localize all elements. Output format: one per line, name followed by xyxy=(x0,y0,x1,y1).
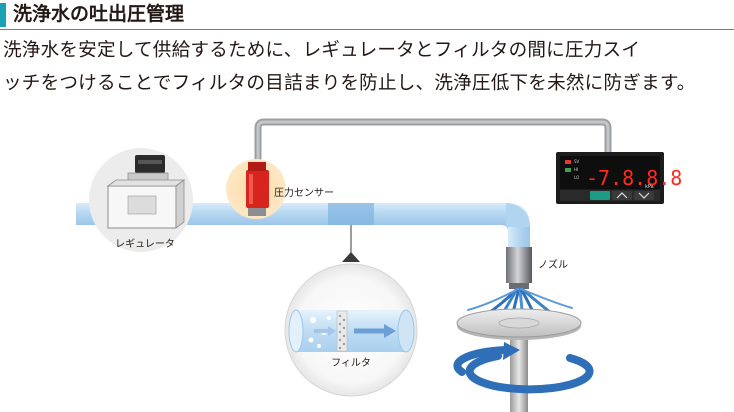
nozzle-label: ノズル xyxy=(538,258,568,271)
filter-zoom-callout: フィルタ xyxy=(284,252,418,397)
nozzle: ノズル xyxy=(506,247,568,289)
svg-text:HI: HI xyxy=(574,167,578,172)
rotating-disk xyxy=(453,308,594,412)
rotation-arrow-icon xyxy=(503,342,520,360)
description-line-2: ッチをつけることでフィルタの目詰まりを防止し、洗浄圧低下を未然に防ぎます。 xyxy=(3,73,696,94)
chevron-up-icon xyxy=(616,192,628,199)
display-unit: kPa xyxy=(645,184,654,190)
pressure-sensor: 圧力センサー xyxy=(226,159,334,219)
svg-text:LO: LO xyxy=(574,175,579,180)
header-underline xyxy=(0,29,734,30)
section-header: 洗浄水の吐出圧管理 xyxy=(0,0,734,30)
description-line-1: 洗浄水を安定して供給するために、レギュレータとフィルタの間に圧力スイ xyxy=(3,40,641,61)
description: 洗浄水を安定して供給するために、レギュレータとフィルタの間に圧力スイ ッチをつけ… xyxy=(3,34,733,100)
pressure-switch-display: SV HI LO -7.8.8.8 kPa xyxy=(556,152,682,204)
regulator: レギュレータ xyxy=(89,148,193,252)
display-value: -7.8.8.8 xyxy=(586,166,682,190)
set-button[interactable] xyxy=(590,191,610,200)
pressure-sensor-label: 圧力センサー xyxy=(274,186,334,199)
filter-label: フィルタ xyxy=(331,357,371,369)
signal-cable xyxy=(254,118,612,166)
svg-text:SV: SV xyxy=(574,159,580,164)
page-title: 洗浄水の吐出圧管理 xyxy=(13,3,185,25)
regulator-label: レギュレータ xyxy=(115,238,175,250)
chevron-down-icon xyxy=(638,192,650,199)
header-accent-bar xyxy=(0,3,6,27)
